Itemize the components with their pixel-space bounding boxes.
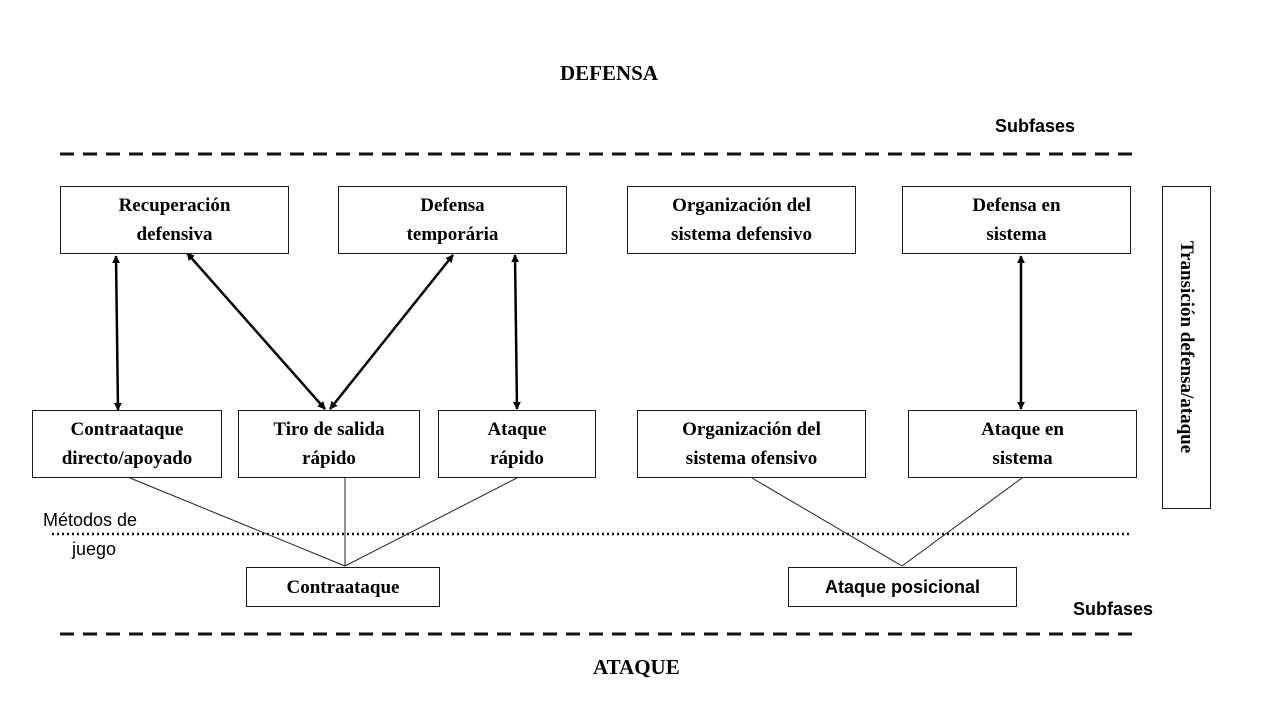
- attack-heading: ATAQUE: [593, 655, 680, 679]
- connector-contraataque-left: [129, 477, 346, 567]
- box-line1: Defensa: [420, 195, 485, 216]
- box-ataque-rapido: Ataque rápido: [438, 410, 596, 478]
- box-line2: sistema: [992, 448, 1053, 469]
- arrow-recuperacion-tiro: [186, 252, 326, 410]
- arrow-temporaria-ataque-rapido: [511, 254, 521, 410]
- box-line1: Recuperación: [118, 195, 231, 216]
- transition-side-box: [1162, 186, 1211, 509]
- connector-posicional-right: [901, 477, 1023, 567]
- subfases-bottom-label: Subfases: [1073, 599, 1154, 619]
- box-line2: rápido: [302, 448, 356, 469]
- box-line2: rápido: [490, 448, 544, 469]
- box-contraataque-directo: Contraataque directo/apoyado: [32, 410, 222, 478]
- box-line1: Tiro de salida: [273, 419, 385, 440]
- metodos-label-line1: Métodos de: [43, 510, 138, 530]
- box-line1: Ataque en: [981, 419, 1064, 440]
- box-recuperacion-defensiva: Recuperación defensiva: [60, 186, 289, 254]
- arrow-recuperacion-contraataque: [112, 255, 122, 411]
- metodos-label-line2: juego: [72, 539, 117, 559]
- defense-heading: DEFENSA: [560, 61, 659, 85]
- box-line1: Organización del: [682, 419, 821, 440]
- box-tiro-de-salida: Tiro de salida rápido: [238, 410, 420, 478]
- box-defensa-temporaria: Defensa temporária: [338, 186, 567, 254]
- box-method-ataque-posicional: Ataque posicional: [788, 567, 1017, 607]
- transition-side-label: Transición defensa/ataque: [1176, 240, 1197, 454]
- box-defensa-en-sistema: Defensa en sistema: [902, 186, 1131, 254]
- box-line1: Contraataque: [70, 419, 184, 440]
- arrow-temporaria-tiro: [329, 254, 454, 410]
- box-line1: Organización del: [672, 195, 811, 216]
- box-method-contraataque: Contraataque: [246, 567, 440, 607]
- box-line2: sistema ofensivo: [685, 448, 818, 469]
- box-line2: sistema defensivo: [671, 224, 812, 245]
- box-ataque-en-sistema: Ataque en sistema: [908, 410, 1137, 478]
- subfases-top-label: Subfases: [995, 116, 1076, 136]
- box-organizacion-defensivo: Organización del sistema defensivo: [627, 186, 856, 254]
- box-organizacion-ofensivo: Organización del sistema ofensivo: [637, 410, 866, 478]
- connector-posicional-left: [751, 477, 903, 567]
- box-label: Ataque posicional: [824, 576, 981, 597]
- box-line2: defensiva: [136, 224, 213, 245]
- connector-contraataque-right: [344, 477, 518, 567]
- box-line2: temporária: [406, 224, 499, 245]
- box-line2: directo/apoyado: [61, 448, 193, 469]
- box-line1: Defensa en: [972, 195, 1061, 216]
- box-line1: Ataque: [487, 419, 547, 440]
- box-line2: sistema: [986, 224, 1047, 245]
- box-label: Contraataque: [286, 576, 400, 598]
